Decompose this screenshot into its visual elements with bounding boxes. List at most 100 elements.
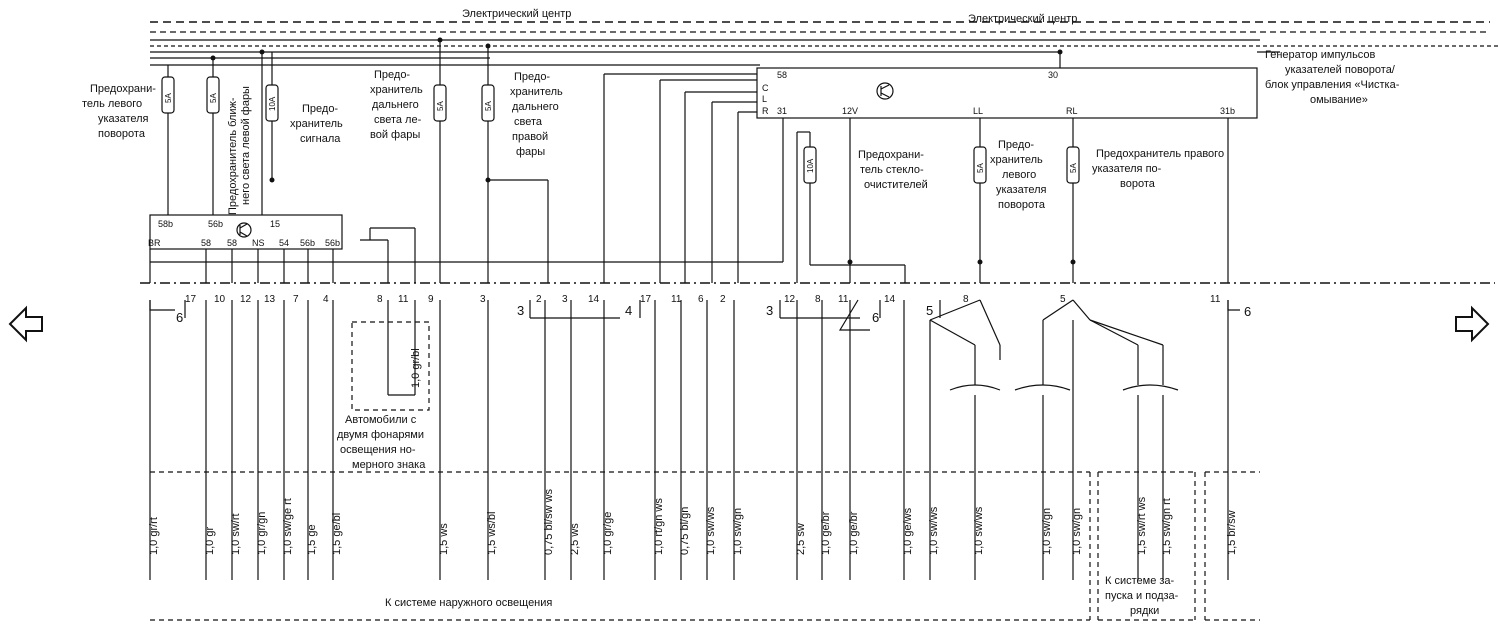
svg-text:15: 15 bbox=[270, 219, 280, 229]
generator-label: Генератор импульсов указателей поворота/… bbox=[1265, 49, 1400, 106]
wire-label: 1,0 gr/rt bbox=[148, 517, 160, 555]
wire-label: 1,0 sw/ws bbox=[928, 506, 940, 555]
arrow-left-icon[interactable] bbox=[6, 302, 46, 346]
option-box-caption: Автомобили с двумя фонарями освещения но… bbox=[337, 414, 426, 471]
svg-text:Предо-: Предо- bbox=[514, 71, 550, 83]
svg-text:ворота: ворота bbox=[1120, 178, 1156, 190]
fuse-label-high-beam-right: Предо- хранитель дальнего света правой ф… bbox=[510, 71, 563, 158]
wire-label: 1,0 sw/ge rt bbox=[282, 498, 294, 555]
wire-label: 1,0 sw/gn bbox=[1071, 508, 1083, 555]
wire-label: 2,5 ws bbox=[569, 523, 581, 555]
svg-text:58: 58 bbox=[201, 238, 211, 248]
wire-label: 0,75 bl/sw ws bbox=[543, 488, 555, 555]
svg-text:17: 17 bbox=[640, 294, 652, 305]
svg-text:6: 6 bbox=[698, 294, 704, 305]
svg-text:11: 11 bbox=[838, 294, 849, 305]
svg-text:11: 11 bbox=[398, 294, 409, 305]
svg-text:вой фары: вой фары bbox=[370, 129, 420, 141]
svg-text:3: 3 bbox=[517, 303, 524, 318]
option-wire-label: 1,0 gr/bl bbox=[410, 348, 422, 388]
fuse-2: 5A bbox=[206, 76, 220, 114]
svg-text:Предо-: Предо- bbox=[302, 103, 338, 115]
svg-text:C: C bbox=[762, 83, 769, 93]
svg-text:4: 4 bbox=[323, 294, 329, 305]
svg-text:Предохранитель правого: Предохранитель правого bbox=[1096, 148, 1224, 160]
svg-text:56b: 56b bbox=[300, 238, 315, 248]
fuse-label-right-turn: Предохранитель правого указателя по- вор… bbox=[1092, 148, 1224, 190]
svg-text:сигнала: сигнала bbox=[300, 133, 341, 145]
svg-text:14: 14 bbox=[588, 294, 600, 305]
svg-text:58: 58 bbox=[777, 70, 787, 80]
wire-label: 1,0 sw/gn bbox=[1041, 508, 1053, 555]
arrow-right-icon[interactable] bbox=[1452, 302, 1492, 346]
svg-text:L: L bbox=[762, 94, 767, 104]
svg-text:указателя: указателя bbox=[98, 113, 149, 125]
svg-text:17: 17 bbox=[185, 294, 197, 305]
svg-text:Автомобили с: Автомобили с bbox=[345, 414, 417, 426]
electrical-center-label-left: Электрический центр bbox=[462, 8, 571, 20]
fuse-label-low-beam: Предохранитель ближ- него света левой фа… bbox=[227, 86, 252, 215]
svg-text:2: 2 bbox=[720, 294, 726, 305]
fuse-label-left-turn: Предохрани- тель левого указателя поворо… bbox=[82, 83, 156, 140]
svg-text:света: света bbox=[514, 116, 543, 128]
svg-text:двумя фонарями: двумя фонарями bbox=[337, 429, 424, 441]
fuse-label-wipers: Предохрани- тель стекло- очистителей bbox=[858, 149, 928, 191]
svg-text:указателя: указателя bbox=[996, 184, 1047, 196]
electrical-center-label-right: Электрический центр bbox=[968, 13, 1077, 25]
exterior-lighting-label: К системе наружного освещения bbox=[385, 597, 552, 609]
svg-text:пуска и подза-: пуска и подза- bbox=[1105, 590, 1179, 602]
svg-text:левого: левого bbox=[1002, 169, 1036, 181]
wire-label: 1,5 ws bbox=[438, 523, 450, 555]
fuse-3: 10A bbox=[265, 84, 279, 122]
svg-text:8: 8 bbox=[963, 294, 969, 305]
svg-text:хранитель: хранитель bbox=[990, 154, 1043, 166]
wire-label: 1,0 ge/br bbox=[820, 511, 832, 555]
svg-text:8: 8 bbox=[377, 294, 383, 305]
svg-text:Генератор импульсов: Генератор импульсов bbox=[1265, 49, 1376, 61]
svg-text:5A: 5A bbox=[1069, 163, 1078, 173]
svg-text:5A: 5A bbox=[164, 93, 173, 103]
svg-text:Предохранитель ближ-: Предохранитель ближ- bbox=[227, 97, 239, 215]
svg-text:13: 13 bbox=[264, 294, 276, 305]
svg-text:5A: 5A bbox=[484, 101, 493, 111]
svg-text:очистителей: очистителей bbox=[864, 179, 928, 191]
svg-text:12: 12 bbox=[240, 294, 252, 305]
svg-text:освещения но-: освещения но- bbox=[340, 444, 416, 456]
svg-text:него света левой фары: него света левой фары bbox=[240, 86, 252, 205]
wire-label: 1,5 br/sw bbox=[1226, 510, 1238, 555]
svg-text:9: 9 bbox=[428, 294, 434, 305]
svg-text:30: 30 bbox=[1048, 70, 1058, 80]
svg-text:3: 3 bbox=[562, 294, 568, 305]
svg-text:6: 6 bbox=[1244, 304, 1251, 319]
svg-text:5A: 5A bbox=[436, 101, 445, 111]
svg-text:5: 5 bbox=[1060, 294, 1066, 305]
svg-text:10: 10 bbox=[214, 294, 226, 305]
wire-label: 1,5 ws/bl bbox=[486, 512, 498, 555]
starting-system-label: К системе за- пуска и подза- рядки bbox=[1105, 575, 1179, 617]
wire-label: 1,0 ge/br bbox=[848, 511, 860, 555]
wire-label: 1,5 sw/rt ws bbox=[1136, 496, 1148, 555]
svg-text:6: 6 bbox=[872, 310, 879, 325]
svg-text:11: 11 bbox=[671, 294, 682, 305]
svg-text:3: 3 bbox=[766, 303, 773, 318]
svg-text:рядки: рядки bbox=[1130, 605, 1159, 617]
svg-text:поворота: поворота bbox=[98, 128, 146, 140]
svg-text:3: 3 bbox=[480, 294, 486, 305]
svg-text:света ле-: света ле- bbox=[374, 114, 422, 126]
svg-text:5: 5 bbox=[926, 303, 933, 318]
svg-text:Предо-: Предо- bbox=[374, 69, 410, 81]
svg-text:54: 54 bbox=[279, 238, 289, 248]
wire-label: 1,0 sw/rt bbox=[230, 513, 242, 555]
svg-text:BR: BR bbox=[148, 238, 161, 248]
svg-text:LL: LL bbox=[973, 106, 983, 116]
svg-text:тель левого: тель левого bbox=[82, 98, 142, 110]
svg-text:R: R bbox=[762, 106, 769, 116]
svg-text:омывание»: омывание» bbox=[1310, 94, 1368, 106]
svg-text:12: 12 bbox=[784, 294, 796, 305]
wire-label: 1,0 gr bbox=[204, 527, 216, 555]
generator-pins: 58 30 C L R 31 12V LL RL 31b bbox=[762, 70, 1235, 116]
svg-text:дальнего: дальнего bbox=[512, 101, 559, 113]
